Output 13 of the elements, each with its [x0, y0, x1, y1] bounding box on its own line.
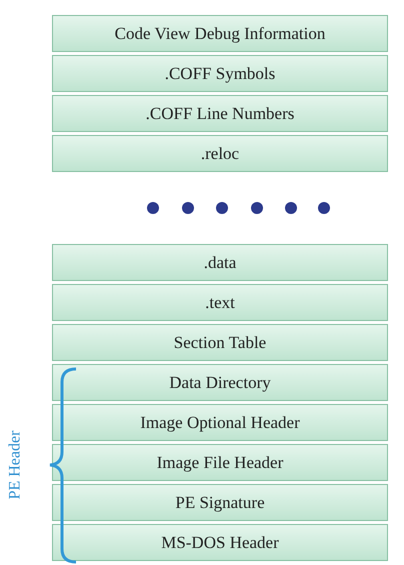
section-box: Section Table — [52, 324, 388, 361]
section-box: .text — [52, 284, 388, 321]
section-box: Image Optional Header — [52, 404, 388, 441]
section-box: PE Signature — [52, 484, 388, 521]
section-box: Code View Debug Information — [52, 15, 388, 52]
section-box: .data — [52, 244, 388, 281]
section-box: MS-DOS Header — [52, 524, 388, 561]
section-box: Data Directory — [52, 364, 388, 401]
section-box: .COFF Line Numbers — [52, 95, 388, 132]
bracket-label: PE Header — [6, 430, 24, 500]
section-box: .reloc — [52, 135, 388, 172]
section-box: .COFF Symbols — [52, 55, 388, 92]
section-box: Image File Header — [52, 444, 388, 481]
